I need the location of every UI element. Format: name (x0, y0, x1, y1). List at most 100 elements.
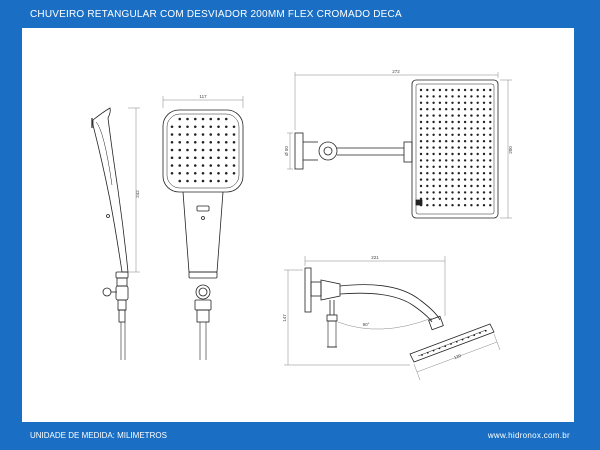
head-nozzle (432, 133, 435, 136)
head-nozzle (489, 152, 492, 156)
drawing-sheet: 242 117 (22, 28, 574, 422)
handset-nozzle (186, 179, 189, 183)
head-nozzle (438, 146, 442, 149)
head-nozzle (482, 114, 486, 117)
handset-nozzle (224, 133, 228, 136)
head-nozzle (470, 159, 473, 162)
handset-nozzle (170, 164, 174, 167)
head-nozzle (489, 88, 492, 92)
head-nozzle (463, 191, 467, 194)
head-nozzle (426, 172, 429, 175)
head-nozzle (438, 197, 442, 200)
head-nozzle (489, 140, 492, 143)
head-nozzle (438, 127, 442, 130)
head-nozzle (445, 152, 448, 156)
handset-side-view (91, 107, 129, 360)
handset-nozzle (186, 156, 189, 160)
head-nozzle (451, 88, 454, 92)
head-nozzle (432, 178, 435, 181)
head-nozzle (445, 114, 448, 117)
head-nozzle (438, 178, 442, 181)
head-nozzle (482, 140, 486, 143)
head-nozzle (470, 120, 473, 124)
unit-label: UNIDADE DE MEDIDA: MILIMETROS (30, 431, 167, 440)
website-link[interactable]: www.hidronox.com.br (487, 431, 570, 440)
head-nozzle (432, 204, 435, 207)
head-nozzle (470, 191, 473, 194)
head-nozzle (463, 184, 467, 188)
handset-nozzle (193, 148, 197, 152)
handset-nozzle (178, 164, 182, 167)
head-nozzle (445, 133, 448, 136)
handset-nozzle (209, 179, 213, 183)
handset-nozzle (209, 171, 213, 175)
head-nozzle (451, 191, 454, 194)
head-nozzle (419, 146, 423, 149)
head-nozzle (457, 172, 460, 175)
handset-nozzle (209, 140, 213, 144)
handset-nozzle (178, 171, 182, 175)
head-nozzle (457, 152, 460, 156)
head-nozzle (426, 133, 429, 136)
handset-nozzle (217, 179, 220, 183)
head-nozzle (476, 101, 479, 105)
dim-handset-length: 242 (135, 190, 140, 198)
head-nozzle (438, 140, 442, 143)
head-nozzle (470, 95, 473, 98)
head-nozzle (482, 127, 486, 130)
head-nozzle (445, 146, 448, 149)
head-nozzle (463, 140, 467, 143)
head-nozzle (451, 101, 454, 105)
head-nozzle (432, 159, 435, 162)
dim-drop-height: 147 (282, 314, 287, 322)
head-nozzle (463, 159, 467, 162)
head-nozzle (419, 197, 423, 200)
head-nozzle (445, 165, 448, 168)
head-nozzle (457, 133, 460, 136)
head-nozzle (438, 120, 442, 124)
handset-nozzle (224, 164, 228, 167)
arm-length-bottom-dimension (304, 256, 446, 316)
head-nozzle (489, 101, 492, 105)
head-nozzle (445, 191, 448, 194)
head-nozzle (426, 108, 429, 111)
head-nozzle (426, 140, 429, 143)
head-nozzle (489, 165, 492, 168)
head-nozzle (457, 178, 460, 181)
head-nozzle (470, 140, 473, 143)
head-nozzle (457, 191, 460, 194)
head-nozzle (457, 159, 460, 162)
head-nozzle (426, 197, 429, 200)
handset-nozzle (186, 148, 189, 152)
dim-head-width-bottom: 120 (453, 353, 462, 360)
head-nozzle (432, 146, 435, 149)
head-nozzle (432, 95, 435, 98)
side-nozzle (438, 347, 441, 350)
head-nozzle (482, 178, 486, 181)
head-nozzle (426, 191, 429, 194)
head-nozzle (463, 204, 467, 207)
head-nozzle (432, 191, 435, 194)
head-nozzle (463, 172, 467, 175)
handset-nozzle (193, 179, 197, 183)
head-nozzle (476, 127, 479, 130)
handset-nozzle (193, 125, 197, 129)
head-nozzle (476, 204, 479, 207)
head-nozzle (482, 133, 486, 136)
head-nozzle (438, 159, 442, 162)
head-nozzle (482, 95, 486, 98)
head-nozzle (451, 178, 454, 181)
handset-nozzle (178, 148, 182, 152)
head-nozzle (451, 95, 454, 98)
handset-nozzle (209, 125, 213, 129)
head-nozzle (438, 152, 442, 156)
handset-nozzle (186, 133, 189, 136)
handset-nozzle (217, 117, 220, 121)
head-nozzle (476, 172, 479, 175)
head-nozzle (463, 197, 467, 200)
head-nozzle (489, 204, 492, 207)
head-nozzle (419, 95, 423, 98)
shower-head-side-nozzles (421, 329, 487, 356)
head-nozzle (463, 120, 467, 124)
handset-nozzle (201, 117, 205, 121)
